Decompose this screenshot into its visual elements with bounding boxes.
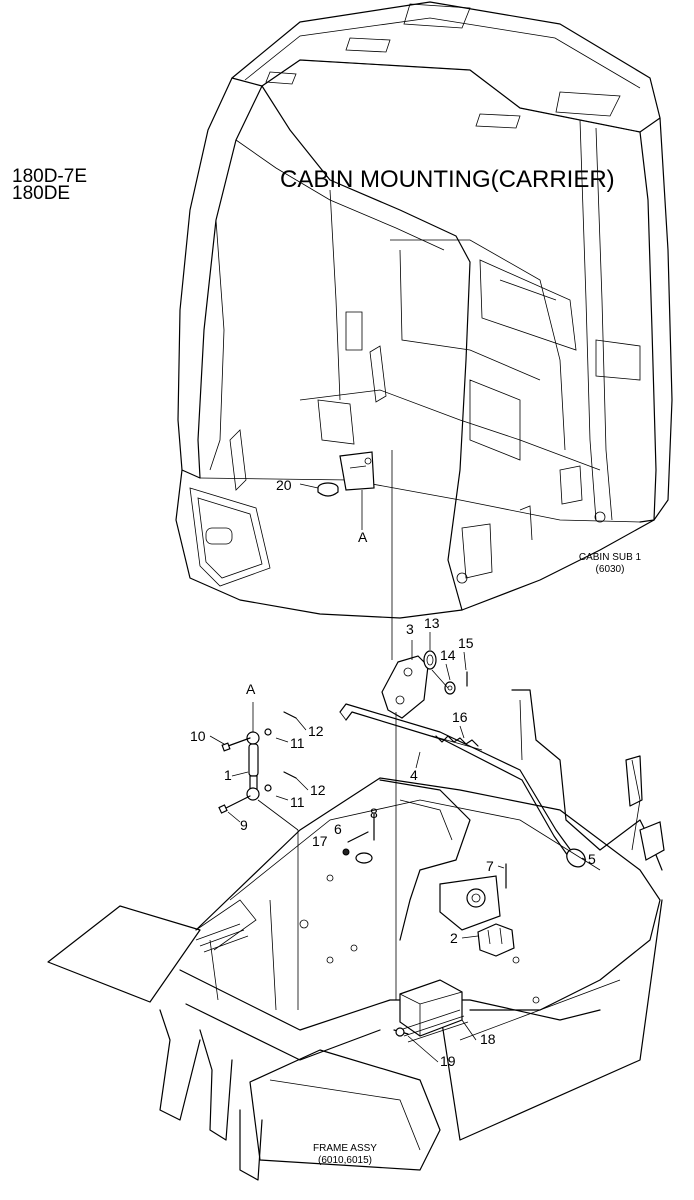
callout-16: 16	[452, 709, 468, 725]
callout-12a: 12	[308, 723, 324, 739]
model-line-2: 180DE	[12, 183, 71, 204]
callout-7: 7	[486, 858, 494, 874]
part-13-ring	[423, 650, 437, 670]
callout-11a: 11	[290, 735, 305, 751]
part-2-lock-bracket	[477, 923, 515, 957]
part-11-nut-upper	[264, 728, 272, 736]
part-10-bolt	[221, 737, 251, 752]
part-1-gas-strut	[246, 702, 260, 801]
frame-drawing	[47, 689, 665, 1181]
callout-8: 8	[370, 805, 378, 821]
callout-2: 2	[450, 930, 458, 946]
part-12-pin-upper	[283, 711, 297, 719]
part-6-bolt	[347, 831, 369, 843]
page-title: CABIN MOUNTING(CARRIER)	[280, 166, 615, 193]
model-line-1: 180D-7E	[12, 166, 87, 187]
cabin-sub-label: CABIN SUB 1 (6030)	[560, 552, 660, 576]
callout-9: 9	[240, 817, 248, 833]
callout-leaders	[209, 632, 587, 1063]
callout-1: 1	[224, 767, 232, 783]
callout-11b: 11	[290, 794, 305, 810]
callout-20: 20	[276, 477, 292, 493]
part-9-bolt	[218, 795, 251, 814]
cabin-drawing	[175, 1, 673, 619]
part-17-nut	[342, 848, 350, 856]
callout-6: 6	[334, 821, 342, 837]
callout-labels: 20 A A 3 13 14 15 16 4 10 11 12 1 12 11 …	[190, 477, 596, 1069]
part-4-lever-rod	[339, 703, 586, 868]
part-20-stopper	[299, 482, 339, 497]
cabin-sub-name: CABIN SUB 1	[578, 552, 642, 563]
callout-10: 10	[190, 728, 206, 744]
callout-ref-a-strut: A	[246, 681, 256, 697]
callout-14: 14	[440, 647, 456, 663]
callout-15: 15	[458, 635, 474, 651]
callout-3: 3	[406, 621, 414, 637]
part-16-spring	[431, 735, 483, 751]
frame-assy-code: (6010,6015)	[318, 1155, 372, 1166]
cabin-sub-code: (6030)	[595, 564, 625, 575]
callout-19: 19	[440, 1053, 456, 1069]
callout-12b: 12	[310, 782, 326, 798]
callout-13: 13	[424, 615, 440, 631]
callout-17: 17	[312, 833, 328, 849]
callout-ref-a-cabin: A	[358, 529, 368, 545]
part-12-pin-lower	[283, 771, 297, 779]
frame-assy-name: FRAME ASSY	[313, 1143, 377, 1154]
model-designation: 180D-7E 180DE	[12, 166, 87, 204]
frame-assy-label: FRAME ASSY (6010,6015)	[290, 1143, 400, 1167]
callout-5: 5	[588, 851, 596, 867]
part-14-washer	[444, 681, 456, 695]
callout-4: 4	[410, 767, 418, 783]
callout-18: 18	[480, 1031, 496, 1047]
part-11-nut-lower	[264, 784, 272, 792]
part-3-bracket	[381, 655, 429, 719]
